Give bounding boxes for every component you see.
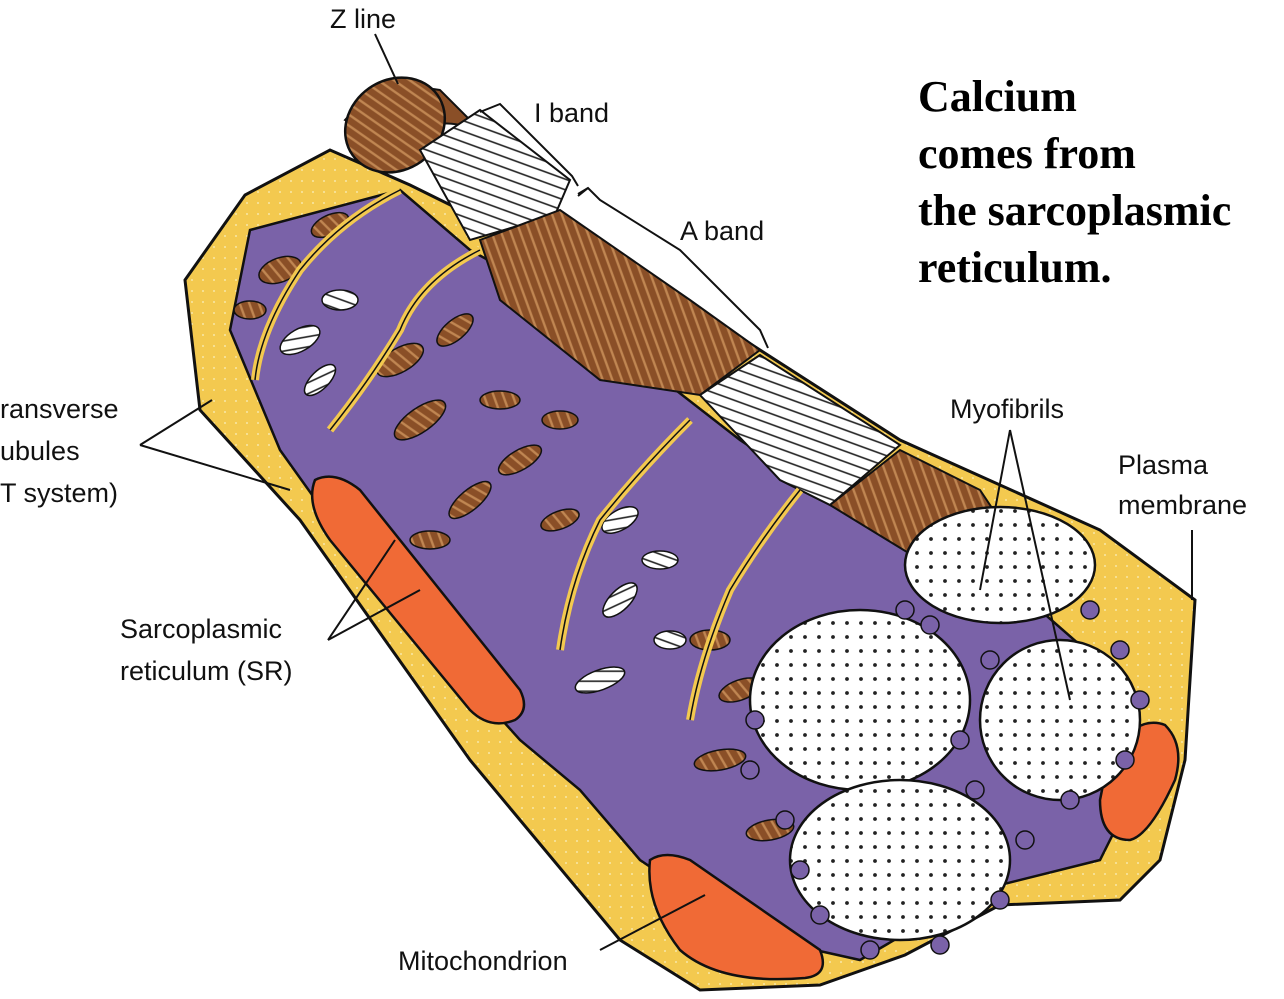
label-sr-2: reticulum (SR) [120, 656, 293, 686]
z-line-leader [375, 34, 398, 84]
caption-line: Calcium [918, 68, 1284, 125]
label-a-band: A band [680, 216, 764, 246]
label-membrane: membrane [1118, 490, 1247, 520]
caption-line: comes from [918, 125, 1284, 182]
label-transverse-1: ransverse [0, 394, 119, 424]
label-mitochondrion: Mitochondrion [398, 946, 568, 976]
myofibril-cross-section [750, 610, 970, 790]
label-transverse-2: ubules [0, 436, 80, 466]
label-myofibrils: Myofibrils [950, 394, 1064, 424]
caption-line: the sarcoplasmic [918, 182, 1284, 239]
caption-line: reticulum. [918, 239, 1284, 296]
myofibril-cross-section [905, 507, 1095, 623]
myofibril-cross-section [980, 640, 1140, 800]
label-z-line: Z line [330, 4, 396, 34]
label-plasma: Plasma [1118, 450, 1209, 480]
label-sr-1: Sarcoplasmic [120, 614, 282, 644]
label-i-band: I band [534, 98, 609, 128]
label-transverse-3: T system) [0, 478, 118, 508]
t-tubule-leader-1 [140, 400, 212, 445]
caption-text: Calcium comes from the sarcoplasmic reti… [918, 68, 1284, 296]
